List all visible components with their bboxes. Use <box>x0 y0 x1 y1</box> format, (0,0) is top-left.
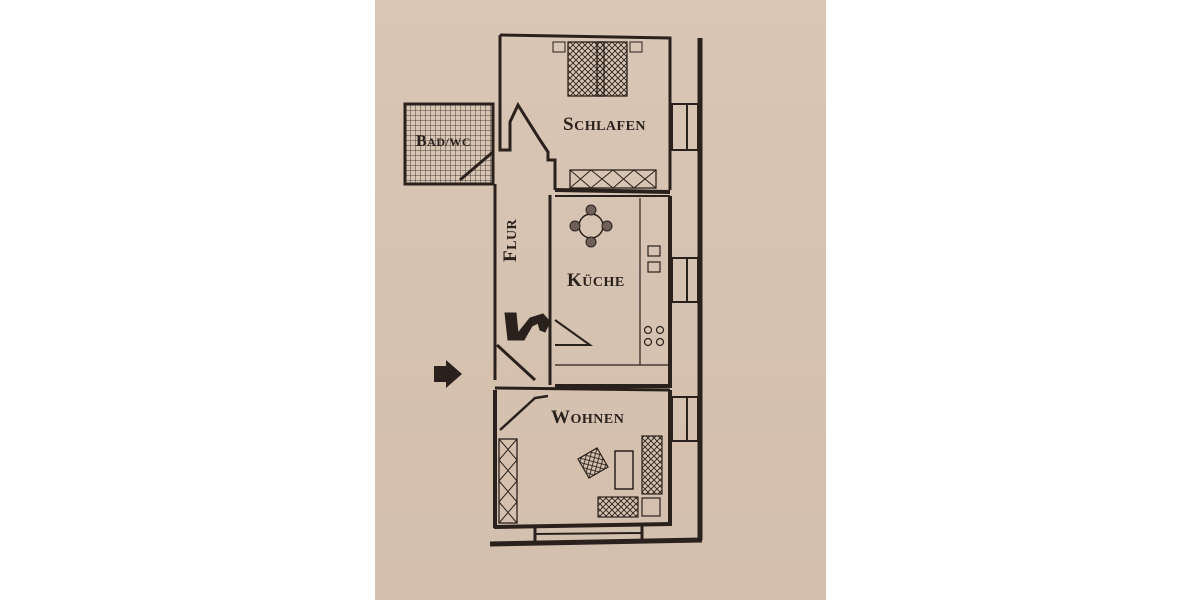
room-label-wohnen: WOHNEN <box>551 407 624 429</box>
label-rest: OHNEN <box>570 412 625 427</box>
entrance-arrow-icon <box>434 360 462 388</box>
room-wohnen <box>493 386 699 542</box>
label-rest: AD/WC <box>427 135 472 149</box>
label-initial: S <box>563 114 575 135</box>
room-kueche <box>554 195 699 388</box>
room-label-kueche: KÜCHE <box>567 270 625 292</box>
label-initial: K <box>567 270 583 291</box>
staircase-5-icon <box>495 312 551 382</box>
label-rest: LUR <box>505 218 520 250</box>
room-label-bad-wc: BAD/WC <box>416 133 471 151</box>
label-rest: ÜCHE <box>582 275 625 290</box>
label-initial: F <box>500 249 521 262</box>
floor-plan-drawing <box>403 33 703 547</box>
outer-facade <box>489 38 703 547</box>
floor-plan-photo: SCHLAFEN BAD/WC FLUR KÜCHE WOHNEN <box>375 0 826 600</box>
room-label-schlafen: SCHLAFEN <box>563 114 646 136</box>
cooktop-icon <box>643 325 665 347</box>
label-rest: CHLAFEN <box>574 119 647 134</box>
room-bad-wc <box>403 102 495 186</box>
label-initial: B <box>416 133 428 150</box>
room-flur <box>493 101 557 385</box>
room-label-flur: FLUR <box>500 219 522 262</box>
label-initial: W <box>551 407 571 428</box>
round-table-4-chairs-icon <box>569 204 613 248</box>
room-schlafen <box>498 33 699 194</box>
